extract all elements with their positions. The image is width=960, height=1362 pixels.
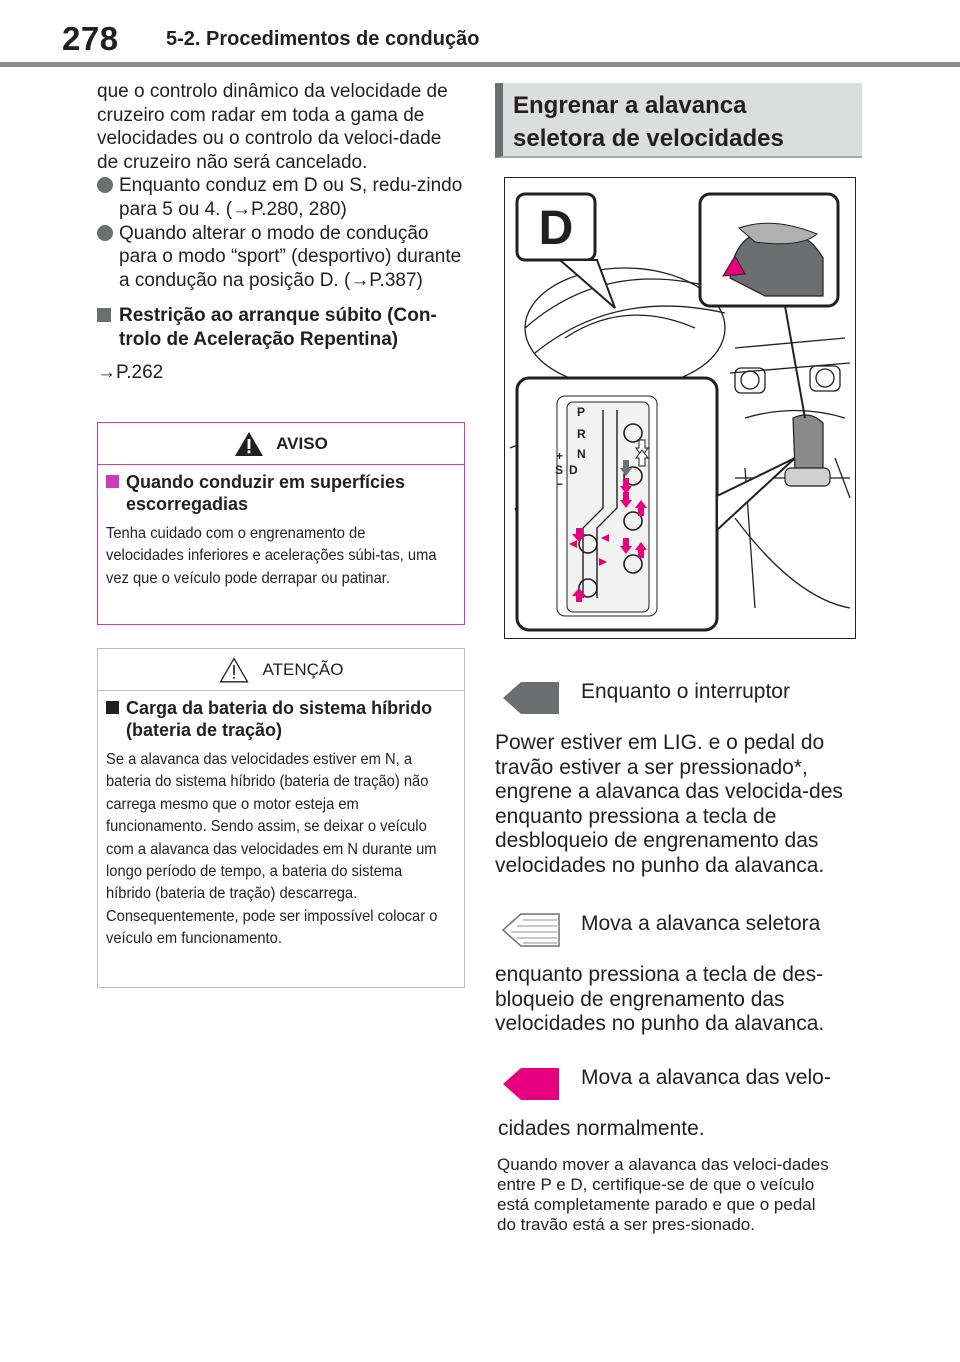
warning-label: AVISO — [276, 433, 328, 453]
note-paragraph: Quando mover a alavanca das veloci-dades… — [497, 1155, 829, 1234]
warning-subheading-text: Quando conduzir em superfícies escorrega… — [126, 472, 406, 514]
square-bullet-icon — [106, 475, 119, 488]
caution-text: Se a alavanca das velocidades estiver em… — [106, 751, 438, 948]
intro-paragraph: que o controlo dinâmico da velocidade de… — [97, 81, 448, 173]
bullet-text: Quando alterar o modo de condução para o… — [119, 222, 462, 291]
warning-subheading: Quando conduzir em superfícies escorrega… — [106, 471, 452, 515]
section-heading-line-1: Engrenar a alavanca — [513, 92, 747, 119]
left-column: que o controlo dinâmico da velocidade de… — [97, 80, 465, 384]
bullet-dot-icon — [97, 177, 113, 194]
gate-label-s: S — [555, 463, 563, 477]
page-header: 278 5-2. Procedimentos de condução — [0, 0, 960, 72]
header-rule — [0, 62, 960, 67]
caution-header: ATENÇÃO — [98, 649, 464, 691]
bullet-item: Enquanto conduz em D ou S, redu-zindo pa… — [97, 174, 465, 221]
bullet-dot-icon — [97, 224, 113, 241]
step-1-lead: Enquanto o interruptor — [581, 680, 790, 703]
caution-triangle-icon — [218, 656, 249, 682]
step-3-lead: Mova a alavanca das velo- — [581, 1066, 831, 1089]
white-arrow-icon — [501, 913, 560, 947]
gate-label-n: N — [577, 447, 586, 461]
warning-text: Tenha cuidado com o engrenamento de velo… — [106, 525, 437, 587]
caution-label: ATENÇÃO — [262, 659, 344, 679]
caution-box: ATENÇÃO Carga da bateria do sistema híbr… — [97, 648, 465, 988]
gate-label-r: R — [577, 427, 586, 441]
section-heading: Engrenar a alavanca seletora de velocida… — [495, 83, 862, 158]
square-bullet-icon — [106, 701, 119, 714]
shift-lever-illustration: D P R N D S + − — [504, 177, 856, 639]
pink-arrow-icon — [503, 1068, 559, 1100]
shift-lever-drawing: D P R N D S + − — [509, 192, 851, 632]
bullet-text: Enquanto conduz em D ou S, redu-zindo pa… — [119, 175, 463, 220]
page-number: 278 — [62, 20, 119, 57]
step-3-text: cidades normalmente. — [498, 1117, 705, 1140]
restriction-reference: →P.262 — [97, 361, 164, 383]
gate-label-d: D — [569, 463, 578, 477]
restriction-heading: Restrição ao arranque súbito (Con-trolo … — [97, 304, 465, 351]
warning-triangle-icon — [235, 431, 264, 456]
section-title: 5-2. Procedimentos de condução — [166, 28, 480, 50]
step-2-text: enquanto pressiona a tecla de des-bloque… — [495, 963, 825, 1035]
warning-header: AVISO — [98, 423, 464, 465]
gate-label-minus: − — [556, 477, 563, 491]
step-1-text: Power estiver em LIG. e o pedal do travã… — [495, 731, 843, 877]
gate-label-p: P — [577, 405, 585, 419]
bullet-item: Quando alterar o modo de condução para o… — [97, 222, 465, 293]
restriction-heading-text: Restrição ao arranque súbito (Con-trolo … — [119, 305, 437, 350]
step-2-lead: Mova a alavanca seletora — [581, 912, 821, 935]
caution-subheading-text: Carga da bateria do sistema híbrido (bat… — [126, 698, 433, 740]
gear-badge-label: D — [539, 202, 574, 255]
square-bullet-icon — [97, 308, 111, 323]
gray-arrow-icon — [503, 682, 559, 714]
caution-subheading: Carga da bateria do sistema híbrido (bat… — [106, 697, 452, 741]
gate-label-plus: + — [556, 449, 563, 463]
warning-box: AVISO Quando conduzir em superfícies esc… — [97, 422, 465, 625]
section-heading-line-2: seletora de velocidades — [513, 125, 784, 152]
